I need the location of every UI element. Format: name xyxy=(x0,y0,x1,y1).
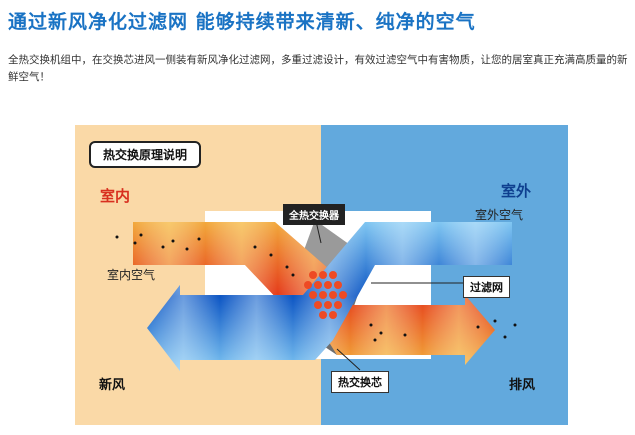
diagram-title: 热交换原理说明 xyxy=(89,141,202,168)
heat-exchange-diagram: 热交换原理说明 室内 室外 室外空气 室内空气 全热交换器 过滤网 热交换芯 新… xyxy=(75,125,568,425)
exchange-core-label: 热交换芯 xyxy=(331,371,389,393)
indoor-air-label: 室内空气 xyxy=(107,268,156,282)
heat-exchanger-label: 全热交换器 xyxy=(283,204,345,225)
filter-label: 过滤网 xyxy=(463,276,510,298)
filter-mesh xyxy=(304,271,347,319)
diagram-graphic xyxy=(75,125,568,425)
core-leader xyxy=(336,348,361,371)
air-particles xyxy=(115,233,517,342)
intro-paragraph: 全热交换机组中，在交换芯进风一侧装有新风净化过滤网，多重过滤设计，有效过滤空气中… xyxy=(8,54,628,83)
fresh-air-label: 新风 xyxy=(99,378,126,393)
outdoor-air-label: 室外空气 xyxy=(475,208,524,222)
outdoor-zone-label: 室外 xyxy=(501,182,532,200)
exhaust-air-label: 排风 xyxy=(509,378,536,393)
page-headline: 通过新风净化过滤网 能够持续带来清新、纯净的空气 xyxy=(8,11,476,33)
indoor-zone-label: 室内 xyxy=(100,187,131,205)
